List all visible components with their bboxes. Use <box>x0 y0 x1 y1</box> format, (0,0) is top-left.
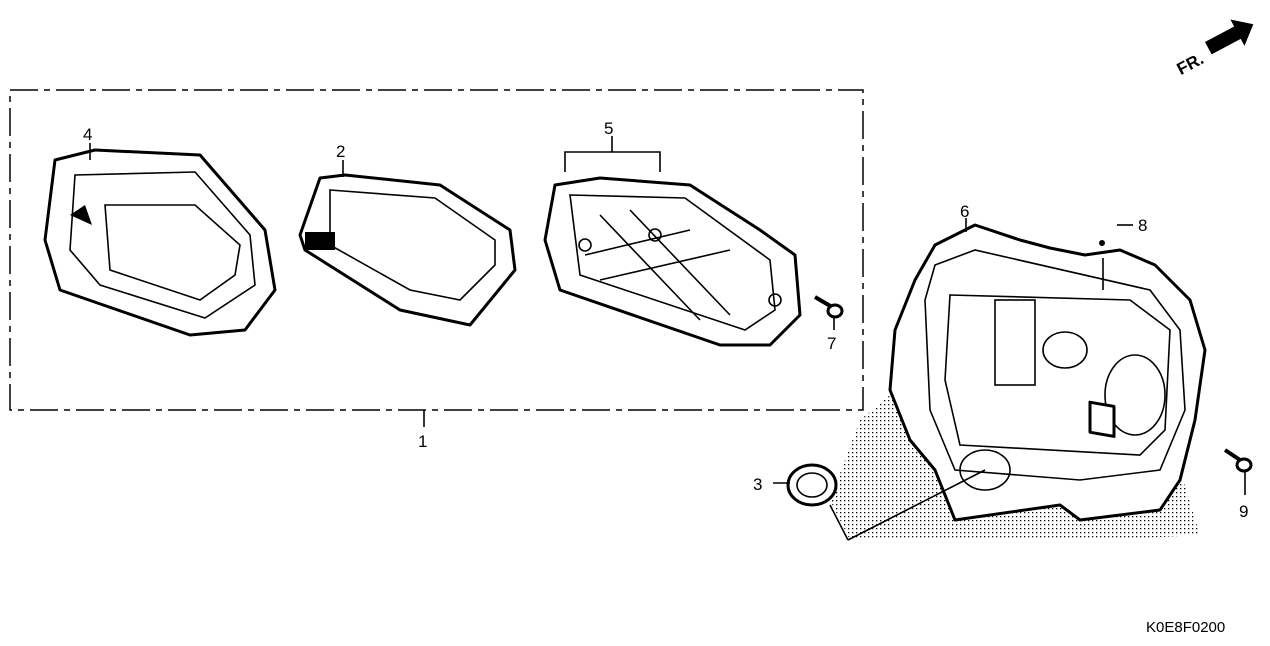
part-2-meter-case <box>298 173 517 327</box>
callout-7: 7 <box>827 334 836 353</box>
part-4-meter-visor <box>43 148 277 337</box>
callout-8: 8 <box>1138 216 1147 235</box>
callout-9: 9 <box>1239 502 1248 521</box>
callout-3: 3 <box>753 475 762 494</box>
fr-label: FR. <box>1174 49 1207 79</box>
part-7-screw-icon <box>813 295 844 319</box>
part-3-grommet <box>786 463 838 507</box>
callout-6: 6 <box>960 202 969 221</box>
callout-2: 2 <box>336 142 345 161</box>
part-6-meter-cover <box>830 223 1207 540</box>
front-direction-arrow-icon: FR. <box>1174 19 1254 79</box>
part-9-screw-icon <box>1223 448 1253 473</box>
part-8-clip-nut-icon <box>1088 240 1116 438</box>
callout-5: 5 <box>604 119 613 138</box>
part-5-meter-case-lower <box>543 176 802 347</box>
callout-4: 4 <box>83 125 92 144</box>
diagram-code: K0E8F0200 <box>1146 619 1226 636</box>
assembly-group-box <box>9 89 864 411</box>
callout-1: 1 <box>418 432 427 451</box>
